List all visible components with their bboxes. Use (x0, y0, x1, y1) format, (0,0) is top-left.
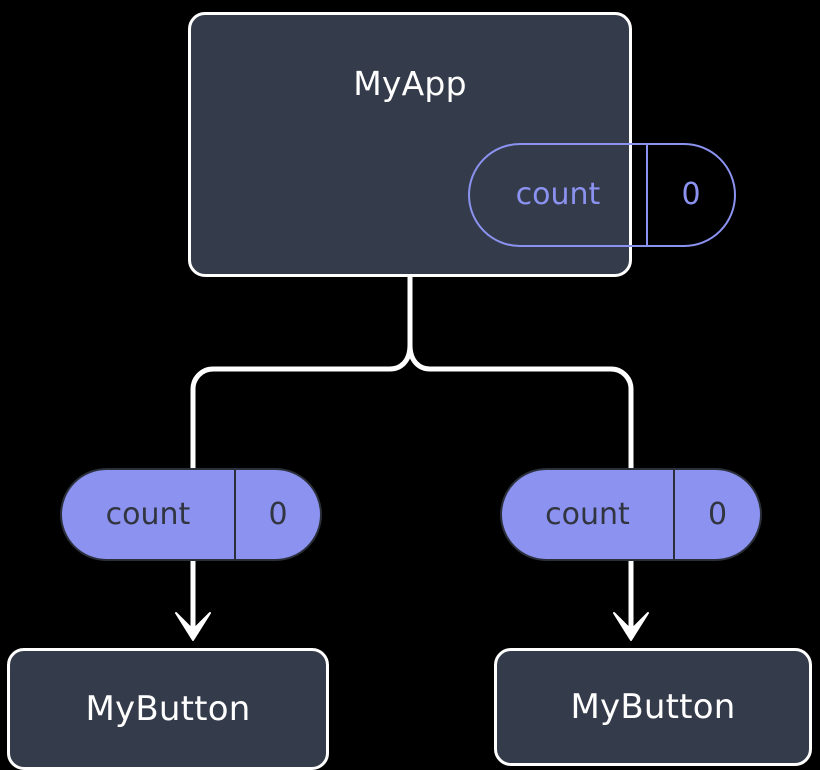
node-mybutton-left[interactable]: MyButton (7, 648, 329, 770)
state-pill-child-right-count[interactable]: count 0 (500, 468, 762, 561)
node-myapp-label: MyApp (353, 64, 467, 103)
state-value: 0 (673, 470, 760, 559)
wire-branch-right (407, 344, 634, 470)
wire-branch-left (190, 344, 413, 470)
node-mybutton-left-label: MyButton (85, 689, 251, 729)
node-mybutton-right[interactable]: MyButton (494, 648, 812, 766)
state-name: count (545, 496, 630, 532)
state-name: count (105, 496, 191, 532)
state-pill-myapp-count[interactable]: count 0 (468, 143, 736, 247)
arrow-right-pill-to-button (613, 561, 649, 641)
state-value: 0 (234, 470, 320, 559)
node-mybutton-right-label: MyButton (570, 687, 736, 727)
state-name: count (515, 177, 601, 212)
state-value: 0 (646, 145, 734, 245)
node-myapp[interactable]: MyApp count 0 (188, 12, 736, 277)
state-pill-child-left-count[interactable]: count 0 (60, 468, 322, 561)
arrow-left-pill-to-button (175, 561, 211, 641)
